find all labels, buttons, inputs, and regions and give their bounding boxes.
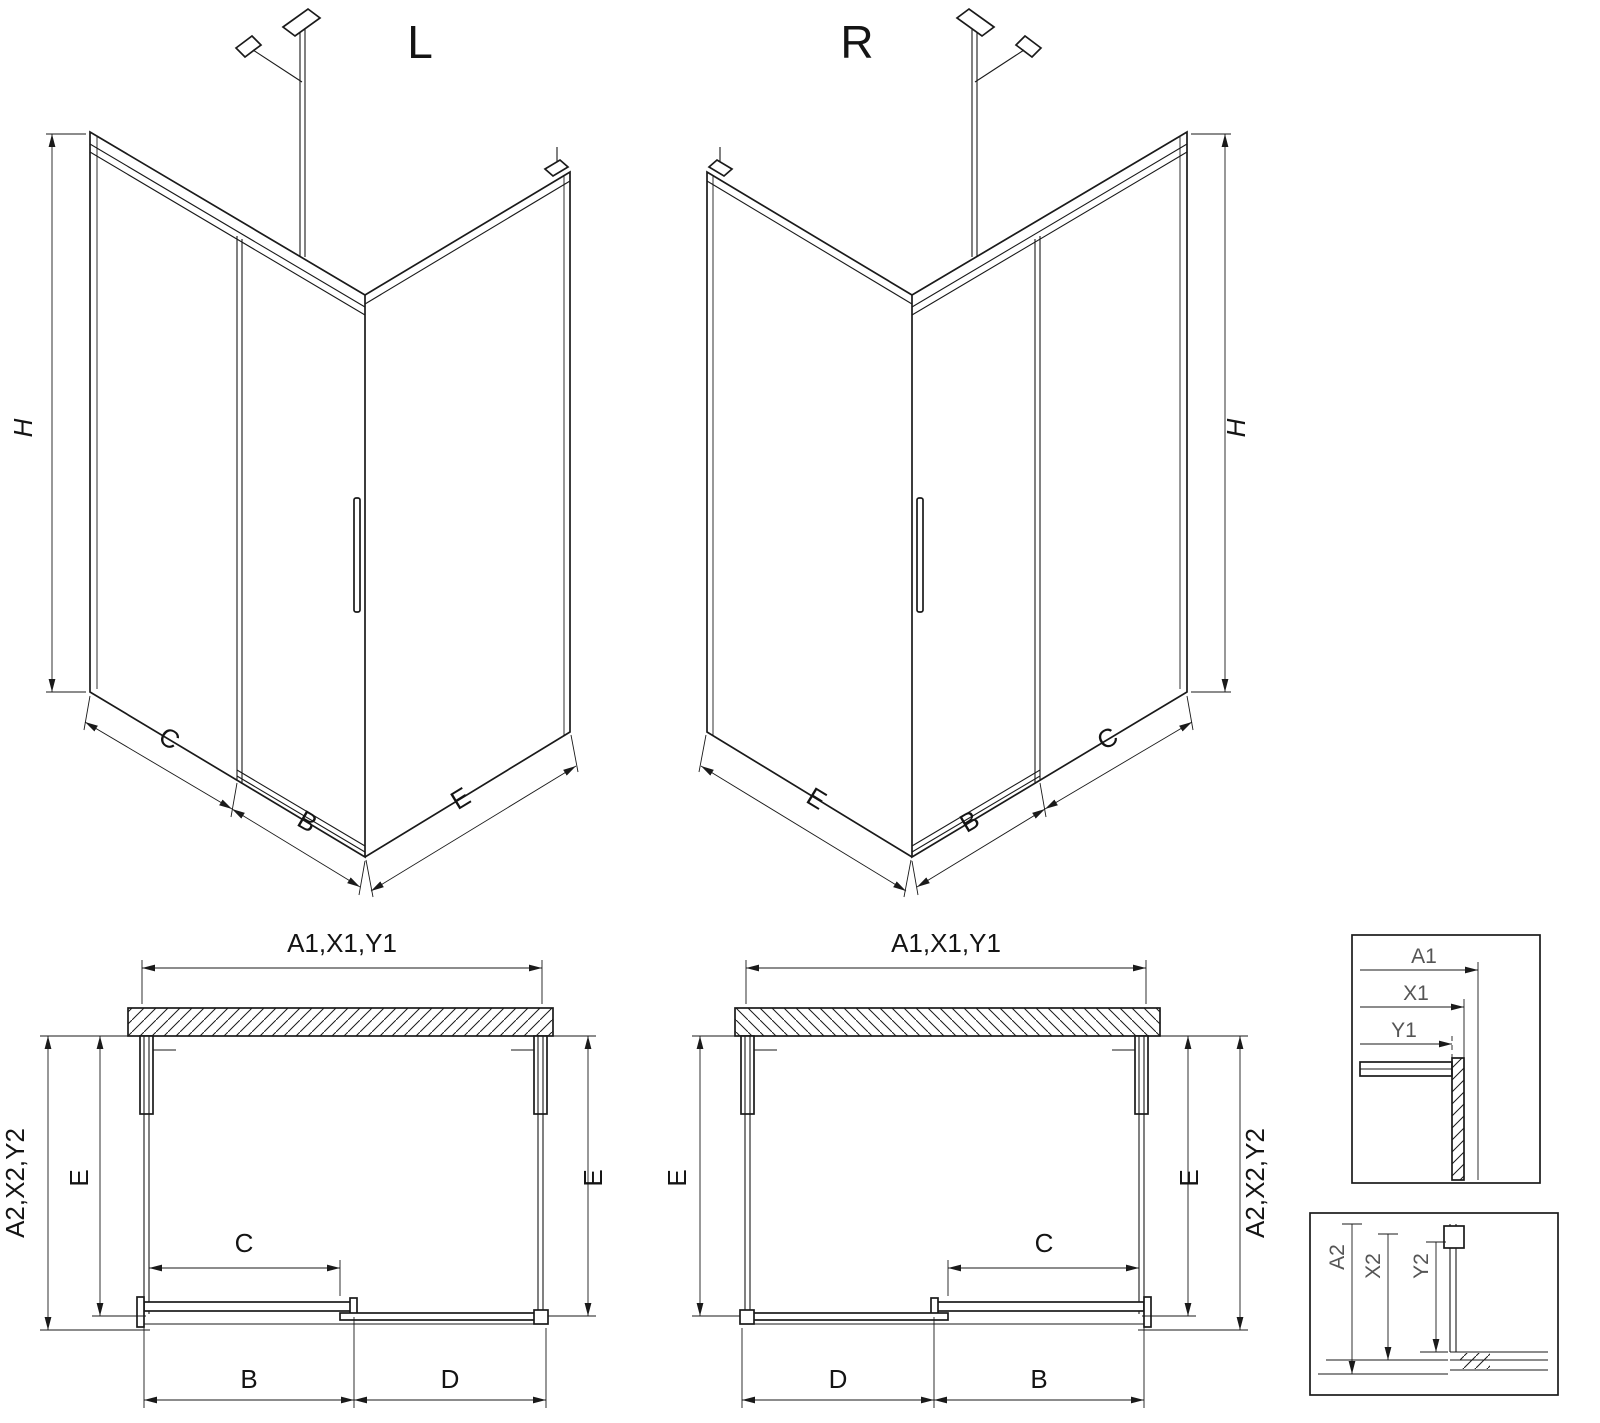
return-wall-bracket	[543, 158, 570, 178]
plan-left-dim-depth-right: E	[578, 1169, 608, 1186]
plan-right-dim-depth-right: E	[1174, 1169, 1204, 1186]
plan-left-dim-fixed: D	[441, 1364, 460, 1394]
detail-width-frame	[1351, 934, 1541, 1184]
sliding-door-plan	[143, 1301, 355, 1312]
iso-right-dim-height: H	[1221, 418, 1251, 437]
iso-right-dim-side: E	[801, 781, 831, 816]
dim-ext-depth-outer	[40, 1035, 150, 1331]
dim-ext-front	[83, 695, 366, 896]
track-left-end	[136, 1296, 145, 1328]
plan-right-geometry	[692, 960, 1248, 1408]
side-return-panel	[364, 170, 571, 858]
fixed-front-panel-plan	[339, 1312, 547, 1321]
dim-ext-side	[365, 734, 579, 898]
top-rail	[89, 143, 366, 316]
detail-depth-frame	[1309, 1212, 1559, 1396]
iso-left-dim-side: E	[445, 781, 475, 816]
plan-right-dim-width-top: A1,X1,Y1	[891, 928, 1001, 958]
iso-left-geometry	[46, 7, 579, 898]
dim-line-door-width	[231, 808, 361, 888]
iso-left-dim-back: C	[154, 721, 185, 756]
door-bottom-guide	[236, 769, 366, 853]
plan-left-dim-door: B	[240, 1364, 257, 1394]
detail-dim-y2: Y2	[1410, 1253, 1433, 1279]
plan-right-dim-depth-left: E	[662, 1169, 692, 1186]
plan-left-dim-opening: C	[235, 1228, 254, 1258]
detail-dim-x1: X1	[1403, 982, 1429, 1005]
dim-ext-width-top	[141, 960, 543, 1004]
dim-ext-door-fixed	[143, 1315, 547, 1408]
plan-left-dim-depth-outer: A2,X2,Y2	[0, 1128, 30, 1238]
labels: L H C B E R H C B E A1,X1,Y1 A2,X2,Y2 E …	[0, 16, 1437, 1394]
wall-strut	[252, 49, 303, 83]
left-wall-panel	[89, 130, 366, 859]
door-handle	[353, 497, 361, 613]
stabilizer-bar	[299, 24, 306, 257]
iso-right-dim-door: B	[954, 804, 984, 839]
iso-left-dim-height: H	[8, 418, 38, 437]
detail-dim-a1: A1	[1411, 945, 1437, 968]
detail-origin-ticks	[1342, 1223, 1446, 1243]
side-top-profile	[364, 180, 571, 305]
front-corner-connector	[533, 1309, 549, 1325]
dim-line-back-width	[84, 721, 233, 810]
detail-width-view	[1351, 934, 1541, 1184]
right-glass-plan	[537, 1036, 544, 1313]
wall-bracket	[234, 34, 263, 59]
detail-depth-view	[1309, 1212, 1559, 1396]
plan-right-dim-opening: C	[1035, 1228, 1054, 1258]
iso-left-dim-door: B	[292, 804, 322, 839]
plan-left-dim-depth-left: E	[64, 1169, 94, 1186]
detail-dim-x2: X2	[1362, 1253, 1385, 1279]
iso-left-title: L	[407, 16, 433, 68]
ceiling-bracket	[281, 7, 322, 38]
door-edge	[236, 236, 243, 784]
dim-line-side-width	[370, 765, 577, 892]
right-wall-profile-plan	[533, 1035, 548, 1115]
glass-clamp-section	[1443, 1225, 1465, 1249]
floor-track-hatch	[1460, 1353, 1490, 1369]
plan-left-geometry	[40, 960, 596, 1408]
iso-right-geometry	[699, 9, 1231, 897]
detail-dim-a2: A2	[1326, 1244, 1349, 1270]
wall-section	[127, 1007, 554, 1037]
plan-right-dim-fixed: D	[829, 1364, 848, 1394]
iso-right-title: R	[840, 16, 873, 68]
wall-profile-section	[1451, 1057, 1465, 1181]
plan-right-dim-depth-outer: A2,X2,Y2	[1240, 1128, 1270, 1238]
plan-left-dim-width-top: A1,X1,Y1	[287, 928, 397, 958]
iso-right-dim-back: C	[1092, 721, 1123, 756]
detail-dim-y1: Y1	[1391, 1019, 1417, 1042]
plan-right-dim-door: B	[1030, 1364, 1047, 1394]
left-wall-profile-plan	[139, 1035, 154, 1115]
